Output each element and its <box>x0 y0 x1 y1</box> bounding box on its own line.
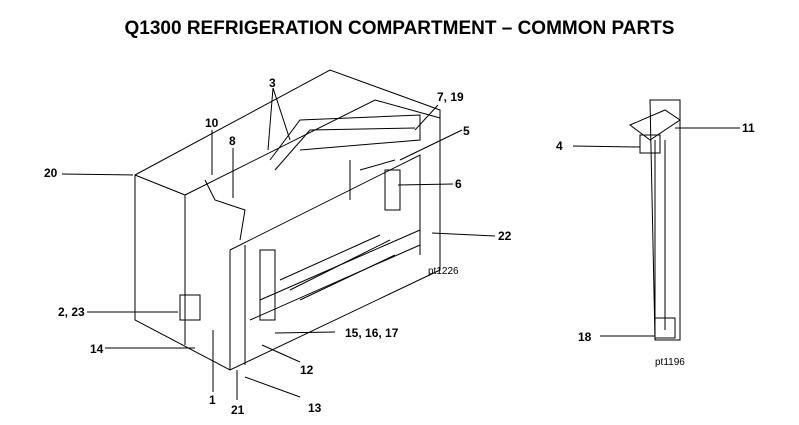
callout-22: 22 <box>498 229 512 243</box>
leader-lines <box>61 87 740 400</box>
callout-18: 18 <box>578 330 592 344</box>
callout-2-23: 2, 23 <box>58 305 85 319</box>
callout-1: 1 <box>209 393 216 407</box>
callout-14: 14 <box>90 342 104 356</box>
figure-ref-main: pt1226 <box>428 266 459 277</box>
callout-4: 4 <box>556 139 563 153</box>
callout-20: 20 <box>44 166 58 180</box>
page-title: Q1300 REFRIGERATION COMPARTMENT – COMMON… <box>124 18 675 39</box>
callout-15-16-17: 15, 16, 17 <box>345 326 399 340</box>
refrigeration-compartment-drawing <box>134 69 681 371</box>
figure-ref-side: pt1196 <box>655 357 685 368</box>
callout-5: 5 <box>463 124 470 138</box>
callout-6: 6 <box>455 177 462 191</box>
callout-10: 10 <box>205 116 219 130</box>
callout-13: 13 <box>308 401 322 415</box>
callout-7-19: 7, 19 <box>437 90 464 104</box>
callout-11: 11 <box>742 121 755 135</box>
callout-21: 21 <box>231 403 245 417</box>
callout-3: 3 <box>269 76 276 90</box>
callout-12: 12 <box>300 363 314 377</box>
callout-8: 8 <box>229 134 236 148</box>
